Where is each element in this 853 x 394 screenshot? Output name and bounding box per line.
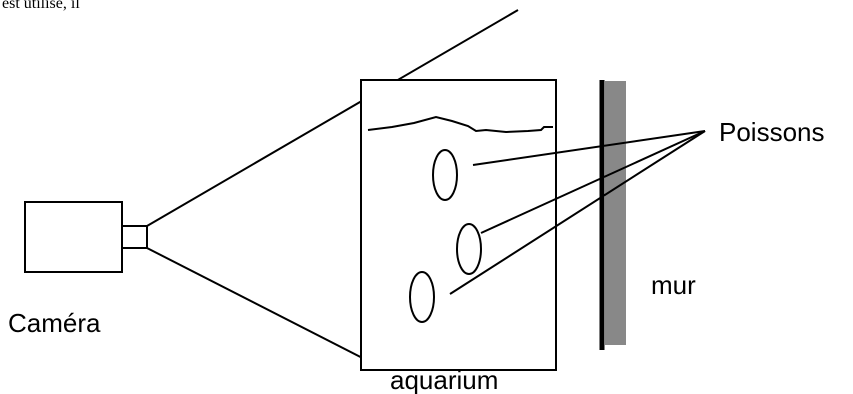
- camera-lens: [121, 225, 148, 249]
- pointer-line-fish-1: [472, 130, 706, 166]
- aquarium-label: aquarium: [390, 365, 498, 394]
- camera-body: [24, 201, 123, 273]
- top-text-fragment: est utilisé, il: [2, 0, 80, 12]
- camera-label: Caméra: [8, 308, 101, 338]
- fish-label: Poissons: [719, 117, 825, 147]
- fish-3: [409, 271, 435, 323]
- wall-label: mur: [651, 270, 696, 300]
- pointer-line-fish-3: [449, 130, 706, 295]
- aquarium-tank: [360, 79, 557, 371]
- fish-1: [432, 149, 458, 201]
- fish-2: [456, 223, 482, 275]
- view-line-bottom: [146, 247, 383, 369]
- water-surface: [367, 115, 553, 134]
- pointer-line-fish-2: [480, 130, 706, 234]
- wall-shadow: [605, 81, 626, 345]
- view-line-top: [146, 9, 519, 227]
